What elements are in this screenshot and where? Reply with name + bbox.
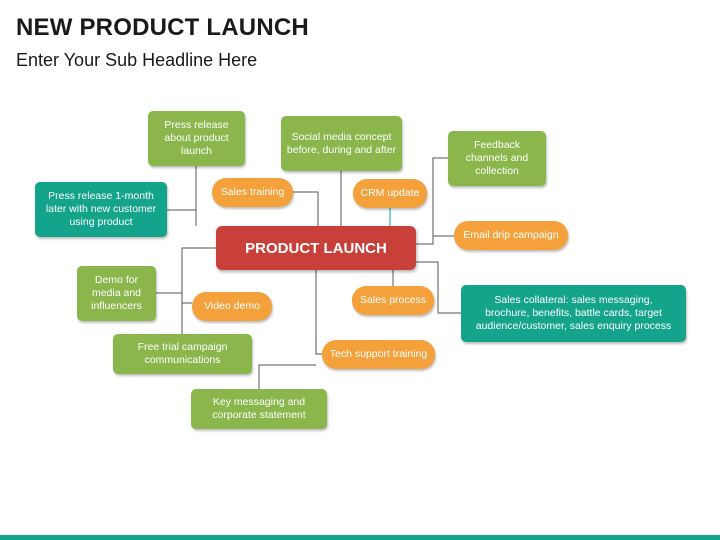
node-sales-training: Sales training — [212, 178, 293, 207]
page-title: NEW PRODUCT LAUNCH — [16, 14, 309, 41]
page-subtitle: Enter Your Sub Headline Here — [16, 50, 258, 70]
connector-sales-collateral — [416, 261, 461, 314]
connector-feedback — [416, 157, 448, 245]
connector-tech-support — [315, 270, 322, 355]
connector-sales-training — [293, 191, 319, 226]
node-video-demo: Video demo — [192, 292, 272, 321]
connector-key-messaging — [258, 364, 316, 389]
node-feedback-channels: Feedback channels and collection — [448, 131, 546, 186]
connector-left-branch — [181, 247, 216, 348]
node-free-trial: Free trial campaign communications — [113, 334, 252, 374]
footer-bar — [0, 535, 720, 540]
node-sales-process: Sales process — [352, 286, 434, 315]
node-tech-support: Tech support training — [322, 340, 435, 369]
node-email-drip: Email drip campaign — [454, 221, 568, 250]
center-node-product-launch: PRODUCT LAUNCH — [216, 226, 416, 270]
node-sales-collateral: Sales collateral: sales messaging, broch… — [461, 285, 686, 342]
node-press-release-month: Press release 1-month later with new cus… — [35, 182, 167, 237]
node-key-messaging: Key messaging and corporate statement — [191, 389, 327, 429]
node-crm-update: CRM update — [353, 179, 427, 208]
node-press-release-launch: Press release about product launch — [148, 111, 245, 166]
node-social-media: Social media concept before, during and … — [281, 116, 402, 171]
node-demo-media: Demo for media and influencers — [77, 266, 156, 321]
